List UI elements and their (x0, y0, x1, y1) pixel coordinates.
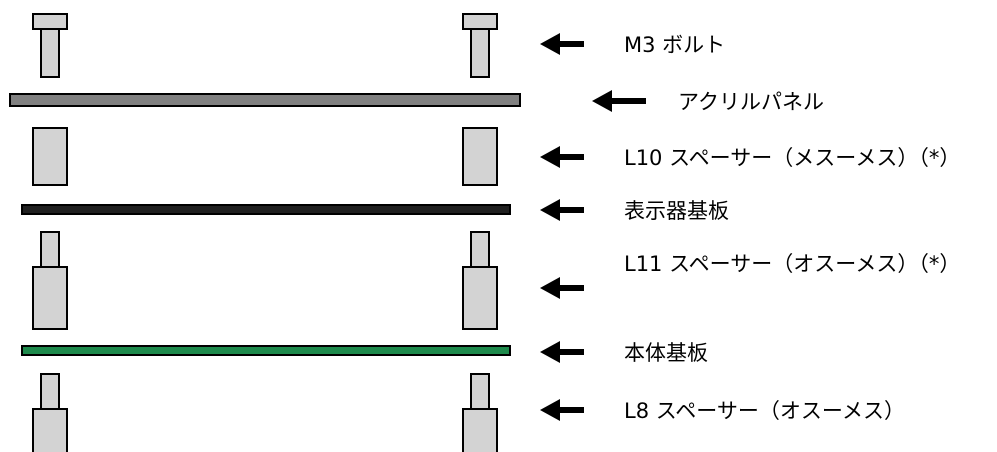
arrow-spacer10 (540, 146, 584, 168)
l11-spacer-right (462, 231, 498, 330)
main-board (21, 345, 511, 356)
l8-spacer-left (32, 373, 68, 452)
label-l8-spacer: L8 スペーサー（オスーメス） (624, 399, 905, 423)
arrow-display (540, 199, 584, 221)
m3-bolt-right (462, 13, 498, 78)
arrow-spacer8 (540, 399, 584, 421)
l11-spacer-left (32, 231, 68, 330)
l8-spacer-right (462, 373, 498, 452)
label-display-board: 表示器基板 (624, 199, 729, 223)
arrow-bolt (540, 33, 584, 55)
label-main-board: 本体基板 (624, 341, 708, 365)
label-l10-spacer: L10 スペーサー（メスーメス）（*） (624, 146, 960, 170)
m3-bolt-left (32, 13, 68, 78)
acrylic-panel (9, 93, 521, 107)
display-board (21, 204, 511, 215)
arrow-acrylic (592, 90, 646, 112)
arrow-spacer11 (540, 277, 584, 299)
arrow-main (540, 341, 584, 363)
l10-spacer-left (32, 127, 68, 186)
label-l11-spacer: L11 スペーサー（オスーメス）（*） (624, 252, 960, 276)
label-m3-bolt: M3 ボルト (624, 33, 725, 57)
label-acrylic-panel: アクリルパネル (678, 90, 824, 114)
l10-spacer-right (462, 127, 498, 186)
